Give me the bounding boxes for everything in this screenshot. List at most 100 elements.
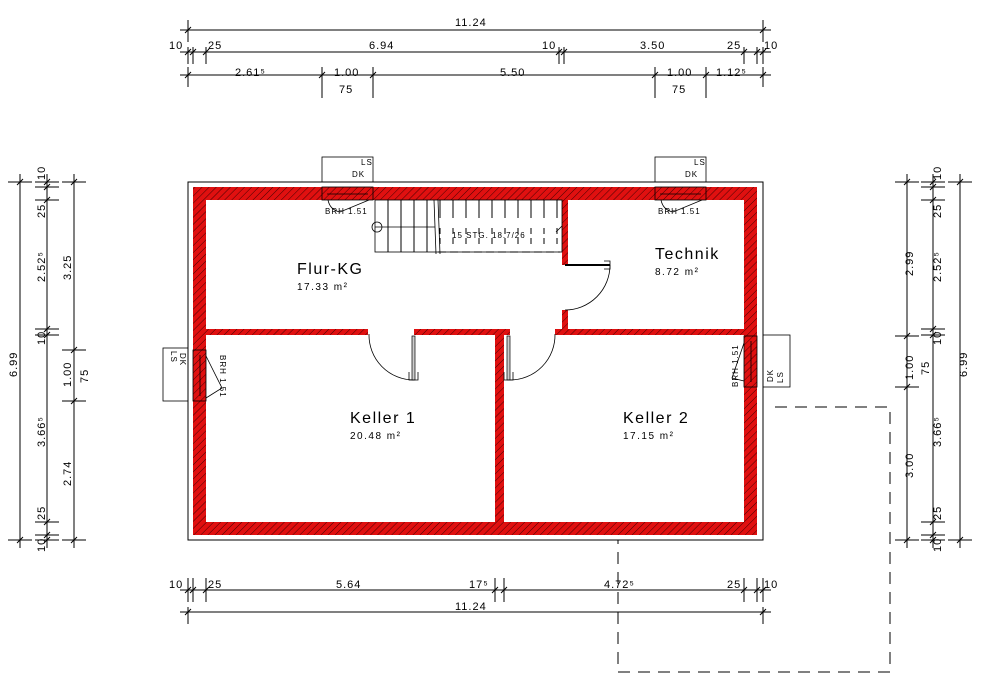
dim-label: 25 xyxy=(208,40,222,52)
dim-label: 25 xyxy=(932,506,944,520)
window-label-ls: LS xyxy=(776,371,785,383)
dimension-tick xyxy=(43,178,51,186)
room-name-keller1: Keller 1 xyxy=(350,410,416,427)
interior-wall-center xyxy=(414,329,510,335)
walls xyxy=(193,187,757,535)
dim-label: 10 xyxy=(36,331,48,345)
dim-label: 3.25 xyxy=(62,255,74,280)
dim-label: 75 xyxy=(672,84,686,96)
dim-label: 1.12⁵ xyxy=(716,67,747,79)
interior-wall-technik-bottom xyxy=(562,310,568,329)
dimension-tick xyxy=(70,178,78,186)
dim-label: 10 xyxy=(36,166,48,180)
sill-label: BRH 1.51 xyxy=(658,207,701,216)
dim-label: 75 xyxy=(920,361,932,375)
dimension-tick xyxy=(491,586,499,594)
dim-label: 25 xyxy=(932,204,944,218)
window-label-dk: DK xyxy=(352,170,365,179)
dim-label: 2.99 xyxy=(904,251,916,276)
dim-label: 1.00 xyxy=(904,355,916,380)
window-label-ls: LS xyxy=(361,158,373,167)
dimension-tick xyxy=(929,531,937,539)
dimension-tick xyxy=(929,536,937,544)
room-name-keller2: Keller 2 xyxy=(623,410,689,427)
dimension-tick xyxy=(500,586,508,594)
dim-label: 2.61⁵ xyxy=(235,67,266,79)
dimension-tick xyxy=(740,48,748,56)
dim-label: 75 xyxy=(79,369,91,383)
dim-left-overall: 6.99 xyxy=(8,352,20,377)
dimension-tick xyxy=(43,196,51,204)
dimension-tick xyxy=(929,196,937,204)
dimension-tick xyxy=(184,608,192,616)
dim-bottom-overall: 11.24 xyxy=(455,601,487,613)
dim-label: 25 xyxy=(727,40,741,52)
window-label-ls: LS xyxy=(169,351,178,363)
window-label-ls: LS xyxy=(694,158,706,167)
room-name-flur: Flur-KG xyxy=(297,261,364,278)
dim-label: 4.72⁵ xyxy=(604,579,635,591)
dimension-tick xyxy=(759,586,767,594)
dimension-tick xyxy=(759,48,767,56)
window-label-dk: DK xyxy=(766,369,775,382)
dim-label: 10 xyxy=(932,166,944,180)
dim-label: 10 xyxy=(542,40,556,52)
dimension-tick xyxy=(929,325,937,333)
dimension-tick xyxy=(753,48,761,56)
dim-top-overall: 11.24 xyxy=(455,17,487,29)
dimension-tick xyxy=(70,536,78,544)
dimension-tick xyxy=(189,586,197,594)
dimension-tick xyxy=(184,586,192,594)
dim-label: 25 xyxy=(36,506,48,520)
dimension-tick xyxy=(929,331,937,339)
dimension-tick xyxy=(956,178,964,186)
dim-label: 25 xyxy=(727,579,741,591)
window-label-dk: DK xyxy=(685,170,698,179)
dimension-tick xyxy=(956,536,964,544)
room-area-flur: 17.33 m² xyxy=(297,282,348,293)
interior-wall-technik-top xyxy=(562,200,568,265)
dim-right-overall: 6.99 xyxy=(958,352,970,377)
dimension-tick xyxy=(184,48,192,56)
sill-label: BRH 1.51 xyxy=(218,355,227,398)
window-keller1 xyxy=(192,349,207,402)
dim-label: 25 xyxy=(208,579,222,591)
dimension-tick xyxy=(903,178,911,186)
dimension-tick xyxy=(43,183,51,191)
dimension-tick xyxy=(929,178,937,186)
dimension-tick xyxy=(70,397,78,405)
dimension-tick xyxy=(903,536,911,544)
dimension-tick xyxy=(184,26,192,34)
room-name-technik: Technik xyxy=(655,246,720,263)
dimension-tick xyxy=(759,608,767,616)
dimension-tick xyxy=(929,183,937,191)
dimension-tick xyxy=(759,26,767,34)
dimension-tick xyxy=(43,536,51,544)
dimension-tick xyxy=(70,346,78,354)
room-area-keller2: 17.15 m² xyxy=(623,431,674,442)
dimension-tick xyxy=(753,586,761,594)
dimension-tick xyxy=(202,48,210,56)
dimension-tick xyxy=(16,178,24,186)
dimension-tick xyxy=(43,531,51,539)
window-technik xyxy=(654,186,707,201)
door-technik xyxy=(564,264,611,311)
dimension-tick xyxy=(759,71,767,79)
dimension-tick xyxy=(16,536,24,544)
sill-label: BRH 1.51 xyxy=(731,344,740,387)
dim-label: 10 xyxy=(36,538,48,552)
dimension-tick xyxy=(189,48,197,56)
dim-label: 2.52⁵ xyxy=(932,251,944,282)
room-area-keller1: 20.48 m² xyxy=(350,431,401,442)
dim-label: 5.50 xyxy=(500,67,525,79)
dim-label: 10 xyxy=(764,40,778,52)
window-keller2 xyxy=(743,335,758,388)
window-flur xyxy=(321,186,374,201)
dimension-tick xyxy=(202,586,210,594)
dim-label: 2.52⁵ xyxy=(36,251,48,282)
dim-label: 3.66⁵ xyxy=(932,416,944,447)
dim-label: 10 xyxy=(932,538,944,552)
dimension-tick xyxy=(43,518,51,526)
dim-label: 1.00 xyxy=(62,362,74,387)
